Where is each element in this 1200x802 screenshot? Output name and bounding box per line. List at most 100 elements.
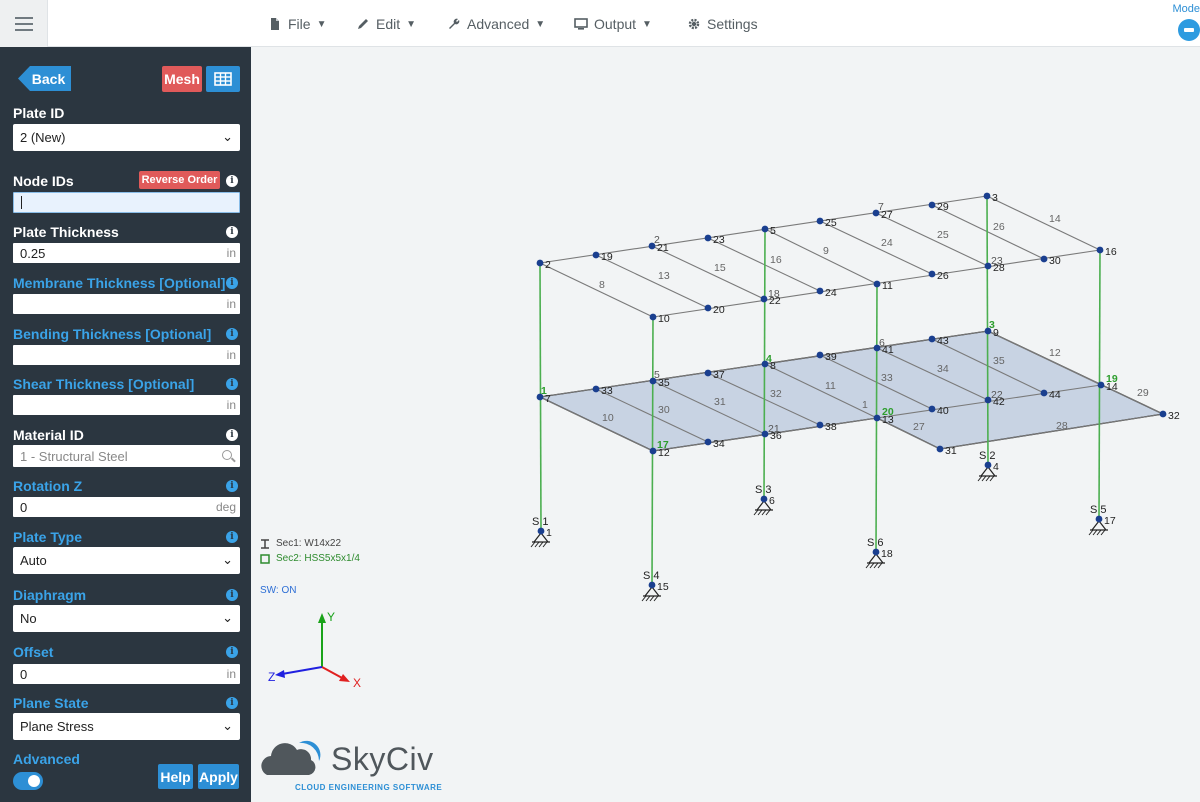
axis-triad: Y X Z: [268, 610, 361, 690]
fixed-support-icon: S 4: [641, 570, 661, 602]
support-hatch: [538, 541, 544, 548]
menu-output[interactable]: Output ▼: [574, 15, 652, 33]
node-point: [1097, 381, 1105, 389]
info-icon[interactable]: i: [226, 175, 238, 187]
mode-badge-icon[interactable]: [1178, 19, 1200, 41]
node-label: 7: [545, 393, 551, 405]
plate-id-select[interactable]: 2 (New) ⌄: [13, 124, 240, 151]
menu-advanced[interactable]: Advanced ▼: [447, 15, 545, 33]
support-hatch: [869, 562, 875, 569]
node-point: [704, 234, 712, 242]
plate-editor-sidebar: Back Mesh Plate ID 2 (New) ⌄ Node IDs Re…: [0, 47, 251, 802]
legend-sec2: Sec2: HSS5x5x1/4: [260, 553, 360, 564]
member-line: [764, 363, 878, 419]
table-view-button[interactable]: [206, 66, 240, 92]
offset-label: Offset: [13, 644, 54, 660]
node-point: [873, 414, 881, 422]
node-point: [648, 581, 656, 589]
info-icon[interactable]: i: [226, 531, 238, 543]
support-hatch: [649, 595, 655, 602]
node-point: [928, 270, 936, 278]
menu-file[interactable]: File ▼: [268, 15, 326, 33]
reverse-order-button[interactable]: Reverse Order: [139, 171, 220, 189]
node-label: 27: [881, 209, 893, 221]
member-label: 18: [768, 288, 780, 300]
info-icon[interactable]: i: [226, 378, 238, 390]
node-point: [592, 251, 600, 259]
info-icon[interactable]: i: [226, 277, 238, 289]
chevron-down-icon: ⌄: [222, 129, 233, 144]
offset-input[interactable]: 0 in: [13, 664, 240, 684]
support-hatch: [1088, 529, 1094, 536]
membrane-thickness-input[interactable]: in: [13, 294, 240, 314]
plane-state-select[interactable]: Plane Stress ⌄: [13, 713, 240, 740]
node-point: [816, 287, 824, 295]
structural-model-canvas[interactable]: S 1S 4S 3S 6S 2S 5 123456789101112131415…: [251, 47, 1200, 802]
shear-thickness-input[interactable]: in: [13, 395, 240, 415]
plate-thickness-input[interactable]: 0.25 in: [13, 243, 240, 263]
plate-type-select[interactable]: Auto ⌄: [13, 547, 240, 574]
logo-tagline: CLOUD ENGINEERING SOFTWARE: [295, 783, 443, 792]
node-point: [704, 369, 712, 377]
node-label: 43: [937, 335, 949, 347]
support-hatch: [865, 562, 871, 569]
support-hatch: [753, 509, 759, 516]
node-point: [760, 295, 768, 303]
material-id-input[interactable]: 1 - Structural Steel: [13, 445, 240, 467]
bending-thickness-input[interactable]: in: [13, 345, 240, 365]
member-line: [819, 220, 933, 275]
help-button[interactable]: Help: [158, 764, 193, 789]
menu-settings[interactable]: Settings: [687, 15, 758, 33]
diaphragm-select[interactable]: No ⌄: [13, 605, 240, 632]
node-label: 38: [825, 421, 837, 433]
column-member-label: 17: [657, 439, 669, 451]
info-icon[interactable]: i: [226, 697, 238, 709]
support-label: S 4: [643, 570, 660, 582]
logo-name: SkyCiv: [331, 741, 434, 777]
node-label: 19: [601, 251, 613, 263]
node-point: [649, 377, 657, 385]
file-icon: [271, 18, 279, 30]
node-point: [1040, 389, 1048, 397]
info-icon[interactable]: i: [226, 328, 238, 340]
node-ids-input[interactable]: [13, 192, 240, 213]
menu-advanced-label: Advanced: [467, 16, 530, 32]
node-ids-label: Node IDs: [13, 173, 74, 189]
member-label: 21: [768, 423, 780, 435]
member-label: 27: [913, 421, 925, 433]
support-hatch: [530, 541, 536, 548]
menu-edit[interactable]: Edit ▼: [356, 15, 416, 33]
rotation-z-input[interactable]: 0 deg: [13, 497, 240, 517]
pencil-icon: [358, 19, 368, 29]
fixed-support-icon: S 2: [977, 450, 997, 482]
mesh-button[interactable]: Mesh: [162, 66, 202, 92]
node-point: [536, 393, 544, 401]
support-hatch: [1092, 529, 1098, 536]
member-label: 5: [654, 369, 660, 381]
node-point: [872, 548, 880, 556]
rotation-z-value: 0: [20, 499, 28, 515]
node-label: 40: [937, 405, 949, 417]
info-icon[interactable]: i: [226, 646, 238, 658]
apply-button[interactable]: Apply: [198, 764, 239, 789]
node-label: 6: [769, 495, 775, 507]
back-button[interactable]: Back: [18, 66, 71, 91]
support-hatch: [1096, 529, 1102, 536]
node-point: [984, 327, 992, 335]
search-icon[interactable]: [222, 450, 232, 460]
info-icon[interactable]: i: [226, 480, 238, 492]
node-point: [983, 192, 991, 200]
info-icon[interactable]: i: [226, 429, 238, 441]
support-label: S 3: [755, 484, 772, 496]
chevron-down-icon: ▼: [406, 18, 417, 30]
z-axis-arrow: [275, 670, 285, 678]
support-hatch: [653, 595, 659, 602]
member-line: [764, 228, 878, 285]
hamburger-menu-icon[interactable]: [0, 0, 48, 47]
monitor-icon: [574, 18, 588, 30]
column-member-label: 4: [766, 353, 772, 365]
advanced-toggle[interactable]: [13, 772, 43, 790]
info-icon[interactable]: i: [226, 226, 238, 238]
info-icon[interactable]: i: [226, 589, 238, 601]
